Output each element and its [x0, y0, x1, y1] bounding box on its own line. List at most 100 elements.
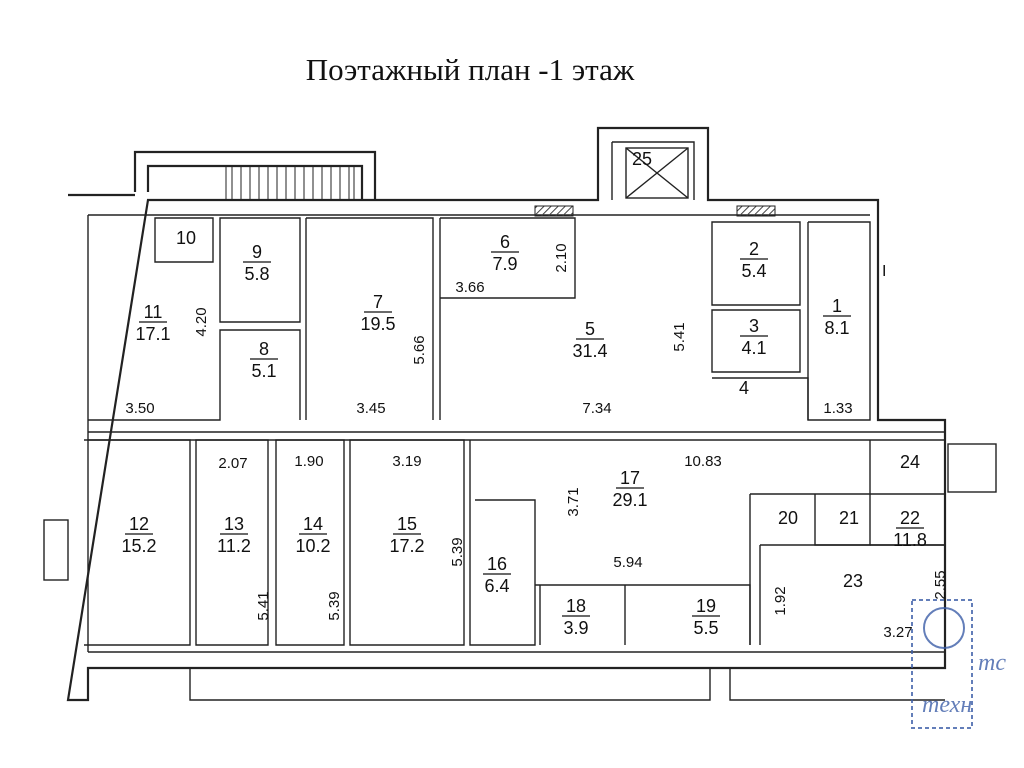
room-area: 31.4: [572, 341, 607, 361]
room-area: 5.8: [244, 264, 269, 284]
interior-walls: [84, 217, 945, 646]
room-18: 183.9: [562, 596, 590, 638]
room-number: 4: [739, 378, 749, 398]
svg-text:техн: техн: [922, 692, 972, 718]
room-area: 19.5: [360, 314, 395, 334]
elevator-shaft: [625, 147, 689, 199]
room-area: 6.4: [484, 576, 509, 596]
room-number: 11: [144, 302, 163, 322]
room-number: 19: [696, 596, 716, 616]
dimension-label: 3.71: [565, 487, 582, 516]
room-number: 20: [778, 508, 798, 528]
dimension-label: 5.41: [255, 591, 272, 620]
room-labels: 18.125.434.14531.467.9719.585.195.810111…: [121, 149, 926, 638]
room-3: 34.1: [740, 316, 768, 358]
room-area: 3.9: [563, 618, 588, 638]
room-area: 5.4: [741, 261, 766, 281]
room-number: 8: [259, 339, 269, 359]
dimension-label: 7.34: [582, 400, 611, 417]
room-number: 9: [252, 242, 262, 262]
vent-block: [736, 205, 776, 217]
room-number: 1: [832, 296, 842, 316]
room-number: 6: [500, 232, 510, 252]
room-area: 5.1: [251, 361, 276, 381]
room-number: 12: [129, 514, 149, 534]
section-marker: I: [882, 263, 886, 280]
dimension-label: 5.41: [671, 322, 688, 351]
dimension-label: 2.10: [553, 243, 570, 272]
svg-text:тс: тс: [978, 650, 1006, 676]
room-2: 25.4: [740, 239, 768, 281]
dimension-label: 3.45: [356, 400, 385, 417]
room-number: 24: [900, 452, 920, 472]
room-area: 8.1: [824, 318, 849, 338]
room-number: 21: [839, 508, 859, 528]
room-area: 7.9: [492, 254, 517, 274]
room-4: 4: [739, 378, 749, 398]
stamp-logo: тс техн: [911, 599, 1006, 729]
room-23: 23: [843, 571, 863, 591]
dimension-label: 3.19: [392, 453, 421, 470]
dimension-label: 3.50: [125, 400, 154, 417]
dimension-label: 5.94: [613, 554, 642, 571]
room-7: 719.5: [360, 292, 395, 334]
room-area: 11.2: [217, 536, 251, 556]
room-number: 17: [620, 468, 640, 488]
staircase: [225, 165, 355, 201]
room-area: 5.5: [693, 618, 718, 638]
room-1: 18.1: [823, 296, 851, 338]
room-number: 23: [843, 571, 863, 591]
page-title: Поэтажный план -1 этаж: [305, 52, 635, 87]
room-number: 7: [373, 292, 383, 312]
room-number: 14: [303, 514, 323, 534]
room-19: 195.5: [692, 596, 720, 638]
room-number: 2: [749, 239, 759, 259]
room-area: 4.1: [741, 338, 766, 358]
room-5: 531.4: [572, 319, 607, 361]
dimension-label: 5.66: [411, 335, 428, 364]
dimension-label: 5.39: [326, 591, 343, 620]
room-number: 22: [900, 508, 920, 528]
dimension-label: 4.20: [193, 307, 210, 336]
room-number: 5: [585, 319, 595, 339]
room-area: 10.2: [295, 536, 330, 556]
room-16: 166.4: [483, 554, 511, 596]
room-number: 25: [632, 149, 652, 169]
room-21: 21: [839, 508, 859, 528]
dimension-label: 1.92: [772, 586, 789, 615]
room-6: 67.9: [491, 232, 519, 274]
room-area: 11.8: [893, 530, 927, 550]
room-number: 15: [397, 514, 417, 534]
room-area: 17.1: [135, 324, 170, 344]
dimension-label: 1.33: [823, 400, 852, 417]
dimension-label: 1.90: [294, 453, 323, 470]
room-25: 25: [632, 149, 652, 169]
room-area: 29.1: [612, 490, 647, 510]
entrance-steps: [43, 443, 997, 581]
room-8: 85.1: [250, 339, 278, 381]
vent-block: [534, 205, 574, 217]
room-number: 16: [487, 554, 507, 574]
room-area: 15.2: [121, 536, 156, 556]
dimension-label: 2.55: [932, 570, 949, 599]
room-number: 10: [176, 228, 196, 248]
dimension-label: 10.83: [684, 453, 722, 470]
dimension-label: 3.27: [883, 624, 912, 641]
room-area: 17.2: [389, 536, 424, 556]
dimension-label: 5.39: [449, 537, 466, 566]
room-10: 10: [176, 228, 196, 248]
dimension-label: 2.07: [218, 455, 247, 472]
room-9: 95.8: [243, 242, 271, 284]
room-number: 13: [224, 514, 244, 534]
room-number: 3: [749, 316, 759, 336]
dimension-label: 3.66: [455, 279, 484, 296]
